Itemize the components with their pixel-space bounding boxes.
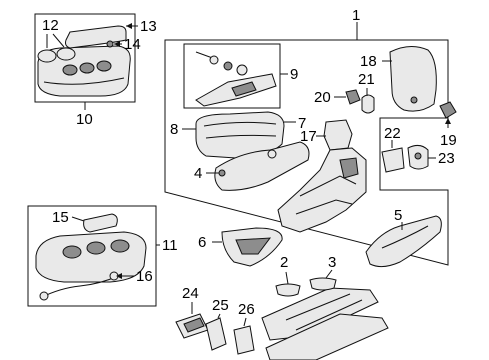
console-base bbox=[277, 119, 367, 233]
tray-hole-3 bbox=[96, 60, 112, 72]
callout-14: 14 bbox=[124, 36, 141, 53]
tray-11-hole-2 bbox=[86, 241, 106, 255]
group-9-box bbox=[183, 43, 288, 109]
floor-rail bbox=[265, 313, 389, 360]
callout-23: 23 bbox=[438, 150, 455, 167]
callout-25: 25 bbox=[212, 297, 229, 314]
latch-20 bbox=[345, 89, 361, 105]
group-11-box bbox=[27, 205, 160, 307]
bracket-3 bbox=[309, 277, 337, 291]
cup-insert-right bbox=[56, 47, 76, 61]
bracket-2 bbox=[275, 283, 301, 297]
tray-11-hole-3 bbox=[110, 239, 130, 253]
group-1-frame bbox=[164, 22, 449, 266]
cup-insert-left bbox=[37, 49, 57, 63]
console-tray bbox=[35, 231, 147, 283]
callout-11: 11 bbox=[162, 237, 178, 254]
callout-20: 20 bbox=[314, 89, 331, 106]
bracket-23-hole bbox=[414, 152, 422, 160]
washer bbox=[236, 64, 248, 76]
callout-12: 12 bbox=[42, 17, 59, 34]
callout-21: 21 bbox=[358, 71, 375, 88]
latch-21 bbox=[361, 94, 375, 114]
callout-19: 19 bbox=[440, 132, 457, 149]
side-panel bbox=[365, 215, 442, 268]
clip-19 bbox=[439, 101, 457, 128]
inset-parts bbox=[381, 140, 436, 173]
callout-17: 17 bbox=[300, 128, 317, 145]
bracket-17 bbox=[323, 119, 353, 151]
callout-1: 1 bbox=[352, 7, 360, 24]
callout-18: 18 bbox=[360, 53, 377, 70]
callout-22: 22 bbox=[384, 125, 401, 142]
liner-6 bbox=[212, 227, 283, 267]
bolt-head bbox=[209, 55, 219, 65]
callout-7: 7 bbox=[298, 115, 306, 132]
plate-shade bbox=[231, 81, 257, 97]
callout-16: 16 bbox=[136, 268, 153, 285]
side-panel-5 bbox=[365, 215, 442, 268]
liner-inner bbox=[235, 237, 272, 255]
shroud-clip bbox=[267, 149, 277, 159]
callout-26: 26 bbox=[238, 301, 255, 318]
callout-8: 8 bbox=[170, 121, 178, 138]
latch-parts bbox=[334, 88, 375, 114]
callout-5: 5 bbox=[394, 207, 402, 224]
cable-end-left bbox=[39, 291, 49, 301]
group-10-box bbox=[34, 13, 138, 110]
storage-bin bbox=[182, 111, 296, 159]
callouts: 1 2 3 4 5 6 7 8 9 10 11 12 13 14 15 16 1… bbox=[42, 7, 457, 318]
callout-3: 3 bbox=[328, 254, 336, 271]
floor-rails bbox=[261, 269, 389, 360]
nut bbox=[223, 61, 233, 71]
shroud-screw bbox=[218, 169, 226, 177]
tray-hole-1 bbox=[62, 64, 78, 76]
side-shroud bbox=[206, 141, 310, 191]
callout-24: 24 bbox=[182, 285, 199, 302]
tray-hole-2 bbox=[79, 62, 95, 74]
frame-shade bbox=[339, 157, 359, 179]
lid-fastener bbox=[410, 96, 418, 104]
clip-19-body bbox=[439, 101, 457, 119]
part-25 bbox=[205, 317, 227, 351]
callout-10: 10 bbox=[76, 111, 93, 128]
part-26 bbox=[233, 325, 255, 355]
side-shroud-4 bbox=[214, 141, 310, 191]
armrest-lid bbox=[389, 46, 437, 112]
bracket-22 bbox=[381, 147, 405, 173]
callout-4: 4 bbox=[194, 165, 202, 182]
callout-9: 9 bbox=[290, 66, 298, 83]
callout-6: 6 bbox=[198, 234, 206, 251]
arrowheads bbox=[114, 23, 451, 279]
clip-fastener bbox=[106, 40, 114, 48]
insert-15 bbox=[83, 213, 118, 233]
tray-11-hole-1 bbox=[62, 245, 82, 259]
callout-2: 2 bbox=[280, 254, 288, 271]
part-24-inner bbox=[183, 317, 205, 333]
small-parts bbox=[175, 302, 255, 355]
callout-13: 13 bbox=[140, 18, 157, 35]
callout-15: 15 bbox=[52, 209, 69, 226]
armrest-lid-18 bbox=[382, 46, 437, 112]
storage-bin-8 bbox=[195, 111, 285, 159]
